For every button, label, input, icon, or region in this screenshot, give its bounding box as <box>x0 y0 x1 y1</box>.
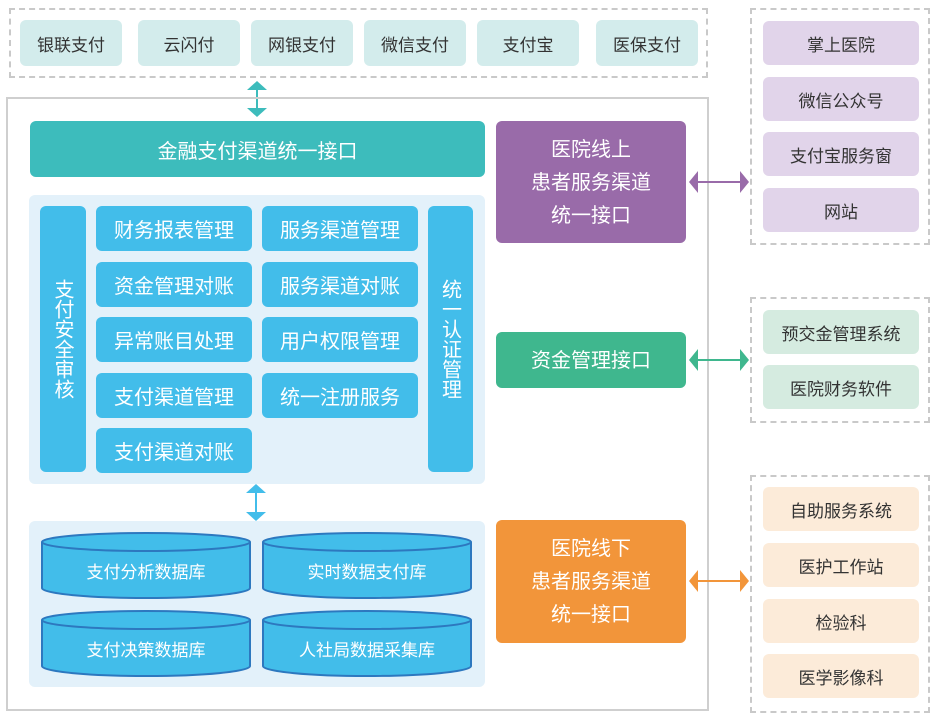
offline-patient-channel-interface[interactable]: 医院线下 患者服务渠道 统一接口 <box>496 520 686 643</box>
interface-line: 统一接口 <box>551 202 631 227</box>
function-financial-report[interactable]: 财务报表管理 <box>96 206 252 251</box>
online-systems-group <box>750 8 930 245</box>
unified-auth-management[interactable]: 统一认证管理 <box>428 206 473 472</box>
fund-management-interface[interactable]: 资金管理接口 <box>496 332 686 388</box>
online-patient-channel-interface[interactable]: 医院线上 患者服务渠道 统一接口 <box>496 121 686 243</box>
payment-security-audit[interactable]: 支付安全审核 <box>40 206 86 472</box>
offline-arrow-icon <box>689 570 749 592</box>
external-medical-imaging[interactable]: 医学影像科 <box>763 654 919 698</box>
payment-channel-netbank[interactable]: 网银支付 <box>251 20 353 66</box>
function-unified-registration[interactable]: 统一注册服务 <box>262 373 418 418</box>
database-icon <box>41 532 251 599</box>
database-icon <box>262 532 472 599</box>
function-payment-channel-reconciliation[interactable]: 支付渠道对账 <box>96 428 252 473</box>
database-icon <box>41 610 251 677</box>
interface-line: 统一接口 <box>551 602 631 626</box>
function-service-channel-reconciliation[interactable]: 服务渠道对账 <box>262 262 418 307</box>
external-nursing-workstation[interactable]: 医护工作站 <box>763 543 919 587</box>
database-label: 支付决策数据库 <box>86 641 206 661</box>
external-wechat-official-account[interactable]: 微信公众号 <box>763 77 919 121</box>
database-label: 人社局数据采集库 <box>299 641 435 661</box>
database-social-security-collection[interactable]: 人社局数据采集库 <box>262 610 472 677</box>
interface-line: 患者服务渠道 <box>531 169 651 194</box>
fund-arrow-icon <box>689 349 749 371</box>
payment-channel-alipay[interactable]: 支付宝 <box>477 20 579 66</box>
fund-systems-group <box>750 297 930 423</box>
online-arrow-icon <box>689 171 749 193</box>
external-laboratory[interactable]: 检验科 <box>763 599 919 643</box>
offline-systems-group <box>750 475 930 713</box>
database-icon <box>262 610 472 677</box>
external-website[interactable]: 网站 <box>763 188 919 232</box>
payment-channel-unionpay[interactable]: 银联支付 <box>20 20 122 66</box>
financial-payment-gateway[interactable]: 金融支付渠道统一接口 <box>30 121 485 177</box>
interface-line: 资金管理接口 <box>531 347 651 372</box>
function-service-channel-mgmt[interactable]: 服务渠道管理 <box>262 206 418 251</box>
interface-line: 医院线下 <box>551 536 631 560</box>
database-payment-analysis[interactable]: 支付分析数据库 <box>41 532 251 599</box>
payment-channel-medical-insurance[interactable]: 医保支付 <box>596 20 698 66</box>
external-mobile-hospital[interactable]: 掌上医院 <box>763 21 919 65</box>
external-self-service-system[interactable]: 自助服务系统 <box>763 487 919 531</box>
payment-channels-group <box>9 8 708 78</box>
interface-line: 医院线上 <box>551 136 631 161</box>
database-realtime-payment[interactable]: 实时数据支付库 <box>262 532 472 599</box>
gateway-arrow-icon <box>247 81 267 117</box>
database-payment-decision[interactable]: 支付决策数据库 <box>41 610 251 677</box>
platform-frame <box>6 97 709 711</box>
function-exception-handling[interactable]: 异常账目处理 <box>96 317 252 362</box>
function-fund-reconciliation[interactable]: 资金管理对账 <box>96 262 252 307</box>
interface-line: 患者服务渠道 <box>531 569 651 593</box>
database-label: 实时数据支付库 <box>307 563 427 583</box>
function-user-permission[interactable]: 用户权限管理 <box>262 317 418 362</box>
database-arrow-icon <box>246 484 266 521</box>
external-finance-software[interactable]: 医院财务软件 <box>763 365 919 409</box>
payment-channel-quickpass[interactable]: 云闪付 <box>138 20 240 66</box>
database-label: 支付分析数据库 <box>86 563 206 583</box>
external-alipay-service-window[interactable]: 支付宝服务窗 <box>763 132 919 176</box>
external-prepayment-system[interactable]: 预交金管理系统 <box>763 310 919 354</box>
payment-channel-wechat[interactable]: 微信支付 <box>364 20 466 66</box>
function-payment-channel-mgmt[interactable]: 支付渠道管理 <box>96 373 252 418</box>
